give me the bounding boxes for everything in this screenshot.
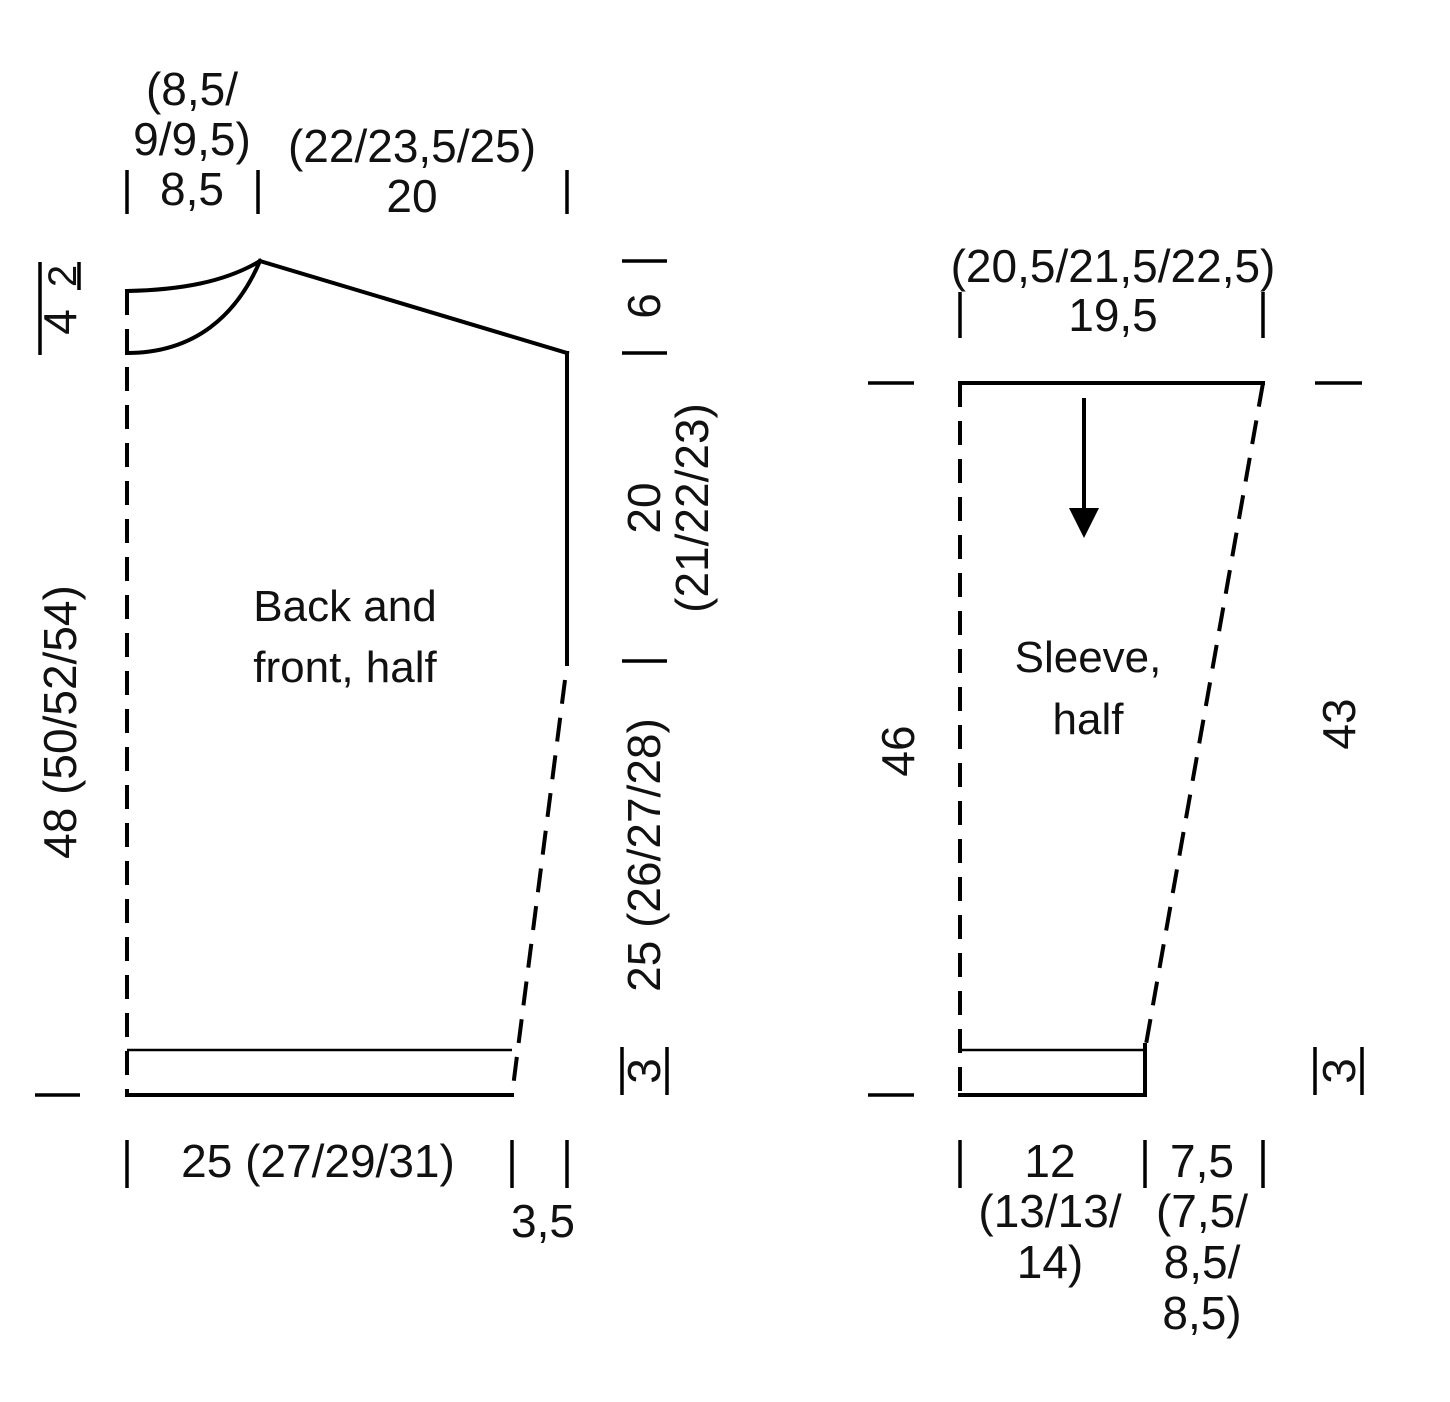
body-total-length: 48 (50/52/54) xyxy=(34,585,86,859)
sleeve-top-width-1: (20,5/21,5/22,5) xyxy=(951,240,1276,292)
body-neck-width-1: (8,5/ xyxy=(146,63,238,115)
sleeve-piece: Sleeve, half (20,5/21,5/22,5) 19,5 46 43… xyxy=(868,240,1365,1339)
sleeve-increase-width-2: (7,5/ xyxy=(1156,1185,1248,1237)
body-rib-height: 3 xyxy=(618,1058,670,1084)
body-front-neckline xyxy=(124,258,263,356)
body-piece-label-2: front, half xyxy=(253,643,437,692)
body-shoulder-width-1: (22/23,5/25) xyxy=(288,120,536,172)
sleeve-top-width-2: 19,5 xyxy=(1068,289,1158,341)
sleeve-increase-width-4: 8,5) xyxy=(1162,1287,1241,1339)
sleeve-piece-label-1: Sleeve, xyxy=(1015,633,1162,682)
body-armhole-depth-2: (21/22/23) xyxy=(666,403,718,613)
body-neck-width-2: 9/9,5) xyxy=(133,113,251,165)
body-side-seam xyxy=(510,679,567,1096)
body-back-neckline xyxy=(124,258,263,294)
sleeve-seam xyxy=(1143,382,1265,1051)
sleeve-left-length: 46 xyxy=(872,725,924,776)
sleeve-cuff-width-2: (13/13/ xyxy=(978,1185,1121,1237)
body-neck-depth-inner: 2 xyxy=(41,265,85,287)
sleeve-increase-width-3: 8,5/ xyxy=(1164,1236,1241,1288)
body-shoulder-width-2: 20 xyxy=(386,170,437,222)
sleeve-cuff-width-3: 14) xyxy=(1017,1236,1083,1288)
body-piece-label-1: Back and xyxy=(253,582,436,631)
body-shoulder-line xyxy=(257,258,570,356)
sleeve-rib-height: 3 xyxy=(1313,1058,1365,1084)
body-neck-depth-outer: 4 xyxy=(34,309,86,335)
body-side-length: 25 (26/27/28) xyxy=(618,718,670,992)
sleeve-piece-label-2: half xyxy=(1053,695,1125,744)
body-side-increase: 3,5 xyxy=(511,1195,575,1247)
body-bottom-width: 25 (27/29/31) xyxy=(181,1135,455,1187)
body-neck-width-3: 8,5 xyxy=(160,163,224,215)
body-armhole-depth-1: 20 xyxy=(618,482,670,533)
sleeve-cuff-width-1: 12 xyxy=(1024,1135,1075,1187)
body-piece: Back and front, half (8,5/ 9/9,5) 8,5 (2… xyxy=(34,63,718,1247)
sleeve-increase-width-1: 7,5 xyxy=(1170,1135,1234,1187)
sleeve-direction-arrow-head xyxy=(1069,508,1099,538)
sleeve-right-length: 43 xyxy=(1313,698,1365,749)
body-shoulder-slope: 6 xyxy=(618,293,670,319)
